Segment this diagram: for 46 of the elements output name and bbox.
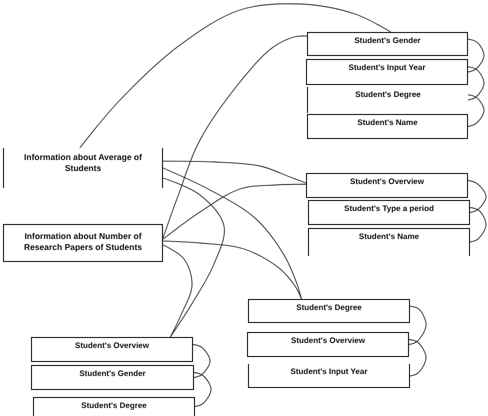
attribute-box (247, 332, 409, 357)
attribute-name: Student's Degree (295, 303, 363, 313)
attribute-name: Student's Gender (78, 369, 147, 379)
attribute-box (33, 397, 195, 416)
curved-connector (162, 240, 302, 300)
curved-connector (408, 306, 426, 345)
curved-connector (162, 168, 302, 300)
attribute-name: Student's Name (358, 232, 420, 242)
info-title: Information about Number of Research Papers of Students (22, 231, 144, 252)
attribute-box (248, 364, 410, 388)
info-box (3, 224, 163, 262)
attribute-box (31, 337, 193, 362)
curved-connector (162, 160, 306, 184)
curved-connector (79, 3, 392, 148)
curved-connector (468, 38, 484, 72)
info-title: Information about Average of Students (23, 152, 143, 174)
attribute-box (308, 200, 470, 225)
curved-connector (162, 36, 308, 238)
curved-connector (468, 94, 484, 127)
curved-connector (192, 344, 210, 378)
attribute-name: Student's Overview (74, 341, 150, 351)
attribute-name: Student's Gender (353, 36, 422, 46)
attribute-box (307, 87, 468, 113)
attribute-box (307, 32, 468, 56)
attribute-box (308, 228, 470, 256)
attribute-name: Student's Name (356, 118, 419, 128)
attribute-name: Student's Input Year (348, 63, 426, 73)
curved-connector (468, 180, 486, 213)
curved-connector (470, 207, 486, 242)
curved-connector (408, 339, 426, 376)
attribute-name: Student's Degree (354, 90, 422, 100)
attribute-name: Student's Overview (349, 177, 425, 187)
attribute-box (306, 59, 468, 85)
attribute-name: Student's Type a period (343, 204, 435, 214)
attribute-box (248, 299, 410, 323)
attribute-box (307, 114, 468, 139)
curved-connector (194, 372, 212, 407)
curved-connector (162, 178, 225, 338)
curved-connector (162, 184, 306, 240)
curved-connector (162, 244, 192, 338)
attribute-name: Student's Degree (80, 401, 148, 411)
attribute-box (306, 173, 468, 198)
curved-connector (468, 66, 484, 100)
attribute-name: Student's Input Year (290, 367, 368, 377)
attribute-box (31, 365, 194, 390)
attribute-name: Student's Overview (290, 336, 366, 346)
